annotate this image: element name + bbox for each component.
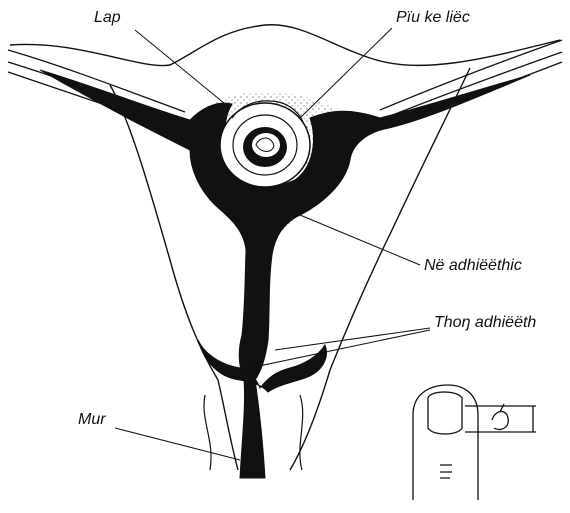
leader-line-lap bbox=[135, 30, 230, 108]
finger-creases bbox=[440, 465, 452, 478]
finger-outline bbox=[413, 385, 478, 500]
leader-line-piu-ke-liec bbox=[300, 28, 392, 118]
embryo-size-sketch bbox=[492, 404, 508, 430]
label-ne-adhieethic: Në adhiëëthic bbox=[424, 257, 522, 275]
finger-scale-inset bbox=[413, 385, 536, 500]
leader-line-mur bbox=[115, 428, 240, 460]
leader-line-ne-adhieethic bbox=[300, 215, 420, 265]
fingernail bbox=[428, 392, 462, 434]
label-mur: Mur bbox=[78, 411, 106, 429]
label-piu-ke-liec: Pïu ke liëc bbox=[396, 9, 470, 27]
label-thon-adhieeth: Thoŋ adhiëëth bbox=[434, 314, 536, 332]
label-lap: Lap bbox=[94, 9, 121, 27]
